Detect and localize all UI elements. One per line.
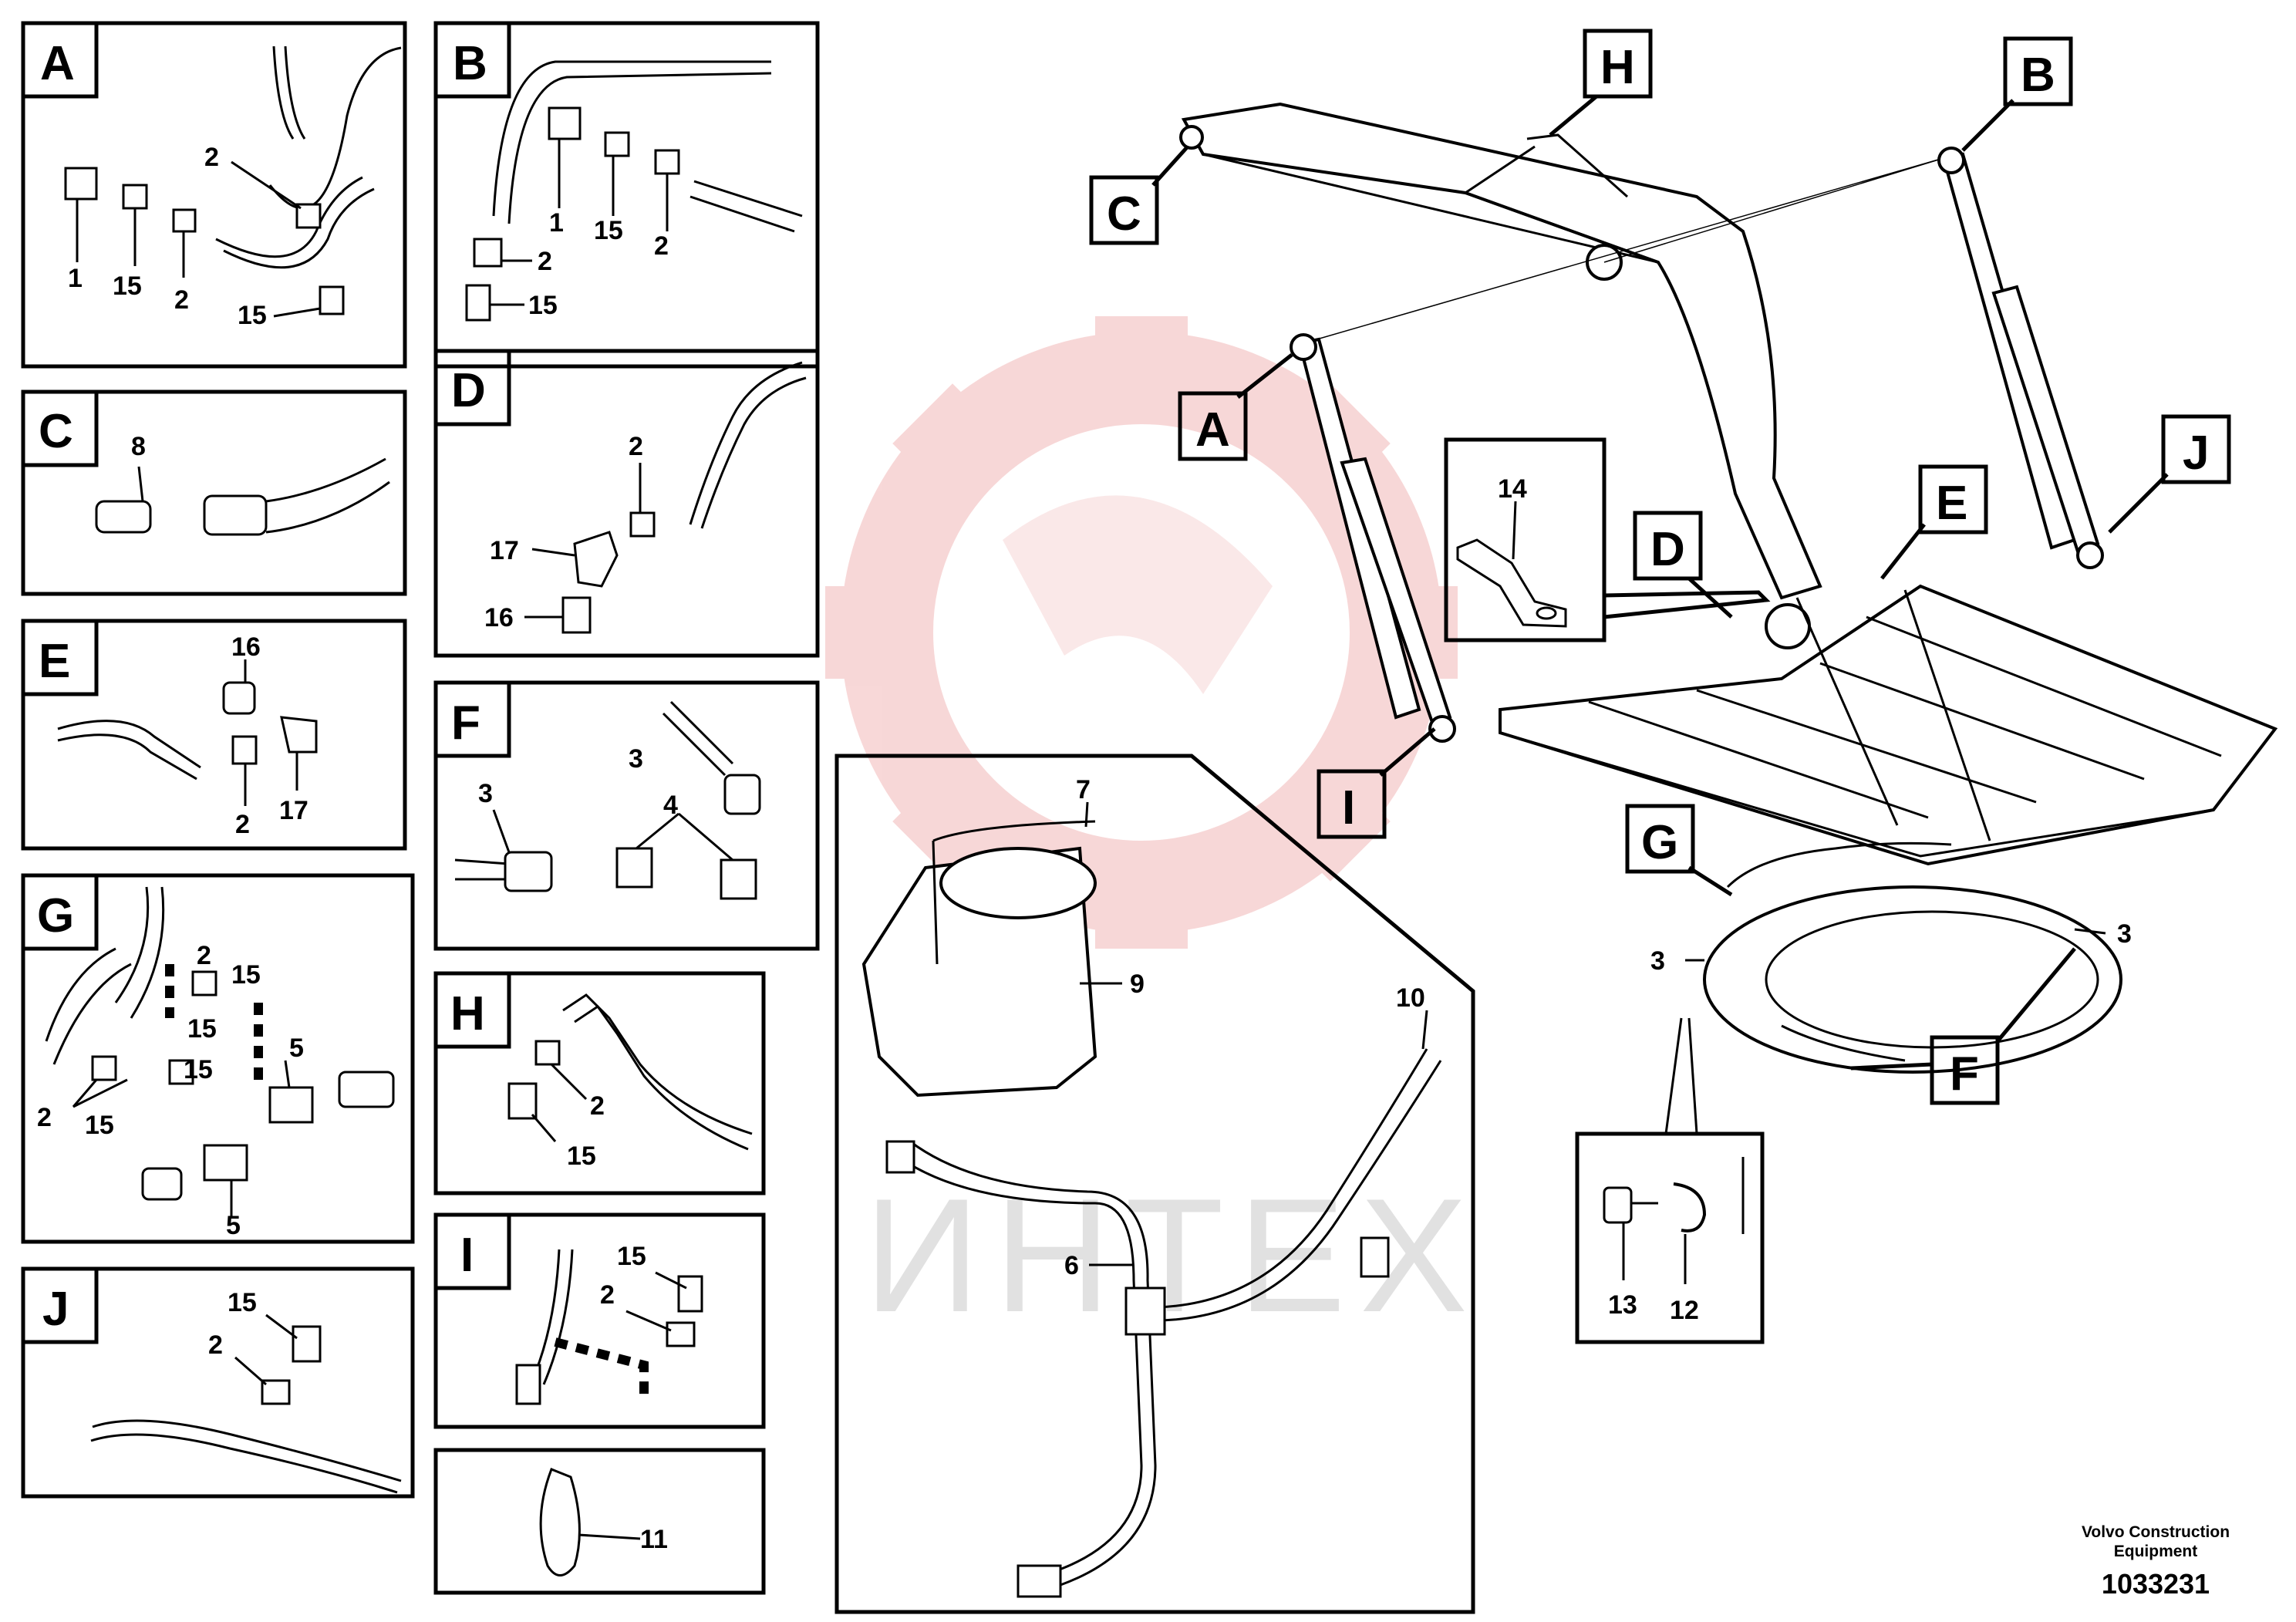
- letter-h: H: [450, 987, 485, 1040]
- detail-box-a: A 1 15 2 2 15: [21, 21, 407, 369]
- callout-b: B: [1961, 36, 2073, 152]
- letter-b: B: [453, 37, 487, 90]
- callout-e: E: [1880, 464, 1988, 580]
- label-a-1: 1: [68, 264, 83, 293]
- callout-letter-b: B: [2021, 49, 2055, 102]
- label-f-3-left: 3: [478, 779, 493, 808]
- footer-drawing-number: 1033231: [2102, 1568, 2210, 1600]
- letter-e: E: [39, 635, 70, 688]
- excavator-boom-assembly: 3 3: [1179, 102, 2278, 1074]
- label-g-15-mid: 15: [187, 1014, 217, 1044]
- label-7: 7: [1076, 775, 1091, 804]
- detail-box-c: C 8: [21, 389, 407, 596]
- callout-i: I: [1317, 727, 1436, 839]
- callout-letter-d: D: [1650, 523, 1685, 576]
- label-g-5-right: 5: [289, 1034, 304, 1063]
- callout-d: D: [1633, 511, 1733, 619]
- detail-box-pump: 7 9 10 6: [834, 754, 1475, 1614]
- callout-f: F: [1850, 947, 2076, 1105]
- callout-letter-c: C: [1107, 187, 1141, 241]
- label-h-2: 2: [590, 1091, 605, 1121]
- label-e-2: 2: [235, 810, 250, 839]
- detail-box-cable-tie: 11: [433, 1448, 766, 1595]
- label-g-15-bottom: 15: [85, 1111, 114, 1140]
- callout-letter-f: F: [1950, 1047, 1979, 1101]
- letter-g: G: [37, 889, 74, 943]
- callout-letter-j: J: [2183, 427, 2209, 480]
- callout-a: A: [1178, 353, 1293, 461]
- callout-g: G: [1625, 804, 1733, 897]
- label-g-2-top: 2: [197, 941, 211, 970]
- label-b-15-top: 15: [594, 216, 623, 245]
- label-d-16: 16: [484, 603, 514, 632]
- callout-c: C: [1089, 145, 1189, 245]
- label-h-15: 15: [567, 1141, 596, 1171]
- detail-box-j: J 15 2: [21, 1266, 415, 1499]
- label-b-2-top: 2: [654, 231, 669, 261]
- letter-j: J: [42, 1283, 69, 1336]
- label-j-2: 2: [208, 1330, 223, 1360]
- label-d-2: 2: [629, 432, 643, 461]
- label-10: 10: [1396, 983, 1425, 1013]
- label-b-15-left: 15: [528, 291, 558, 320]
- callout-letter-h: H: [1600, 41, 1635, 94]
- detail-box-b: B 1 15 2 2 15: [433, 21, 820, 369]
- label-6: 6: [1064, 1251, 1079, 1280]
- detail-box-e: E 16 2 17: [21, 619, 407, 851]
- label-e-16: 16: [231, 632, 261, 662]
- callout-letter-e: E: [1936, 477, 1967, 530]
- letter-i: I: [460, 1229, 474, 1282]
- letter-d: D: [451, 364, 486, 417]
- label-j-15: 15: [228, 1288, 257, 1317]
- label-11: 11: [640, 1525, 668, 1554]
- callout-j: J: [2108, 414, 2231, 534]
- callout-h: H: [1549, 29, 1653, 137]
- label-g-5-bottom: 5: [226, 1211, 241, 1240]
- label-f-4: 4: [663, 791, 678, 820]
- label-9: 9: [1130, 969, 1145, 999]
- label-a-2-bottom: 2: [174, 285, 189, 315]
- label-i-2: 2: [600, 1280, 615, 1310]
- letter-c: C: [39, 405, 73, 458]
- label-c-8: 8: [131, 432, 146, 461]
- callout-letter-a: A: [1195, 403, 1230, 457]
- label-g-15-left: 15: [184, 1055, 213, 1084]
- label-13: 13: [1608, 1290, 1637, 1320]
- callout-letter-i: I: [1342, 781, 1355, 835]
- label-a-15-right: 15: [238, 301, 267, 330]
- label-e-17: 17: [279, 796, 308, 825]
- label-f-3-top: 3: [629, 744, 643, 774]
- callout-letter-g: G: [1641, 816, 1678, 869]
- label-14: 14: [1498, 474, 1527, 504]
- label-d-17: 17: [490, 536, 519, 565]
- detail-box-f: F 3 3 4: [433, 680, 820, 951]
- label-ring-3-left: 3: [1650, 946, 1665, 976]
- label-i-15: 15: [617, 1242, 646, 1271]
- watermark-gear: [825, 316, 1458, 949]
- label-a-15-left: 15: [113, 271, 142, 301]
- label-b-2-left: 2: [538, 247, 552, 276]
- detail-box-14: 14: [1444, 437, 1771, 642]
- detail-box-12-13: 13 12: [1575, 1017, 1765, 1344]
- label-g-15-top: 15: [231, 960, 261, 990]
- detail-box-h: H 2 15: [433, 971, 766, 1195]
- letter-a: A: [40, 37, 75, 90]
- detail-box-i: I 15 2: [433, 1212, 766, 1429]
- label-b-1: 1: [549, 208, 564, 238]
- footer-company-line1: Volvo Construction: [2082, 1523, 2230, 1541]
- label-12: 12: [1670, 1296, 1699, 1325]
- label-a-2-top: 2: [204, 143, 219, 172]
- label-g-2-left: 2: [37, 1103, 52, 1132]
- letter-f: F: [451, 696, 480, 750]
- label-ring-3-right: 3: [2117, 919, 2132, 949]
- detail-box-d: D 2 17 16: [433, 349, 820, 658]
- footer-company-line2: Equipment: [2114, 1543, 2198, 1560]
- detail-box-g: G 2 15 15 5 15 2 15 5: [21, 873, 415, 1244]
